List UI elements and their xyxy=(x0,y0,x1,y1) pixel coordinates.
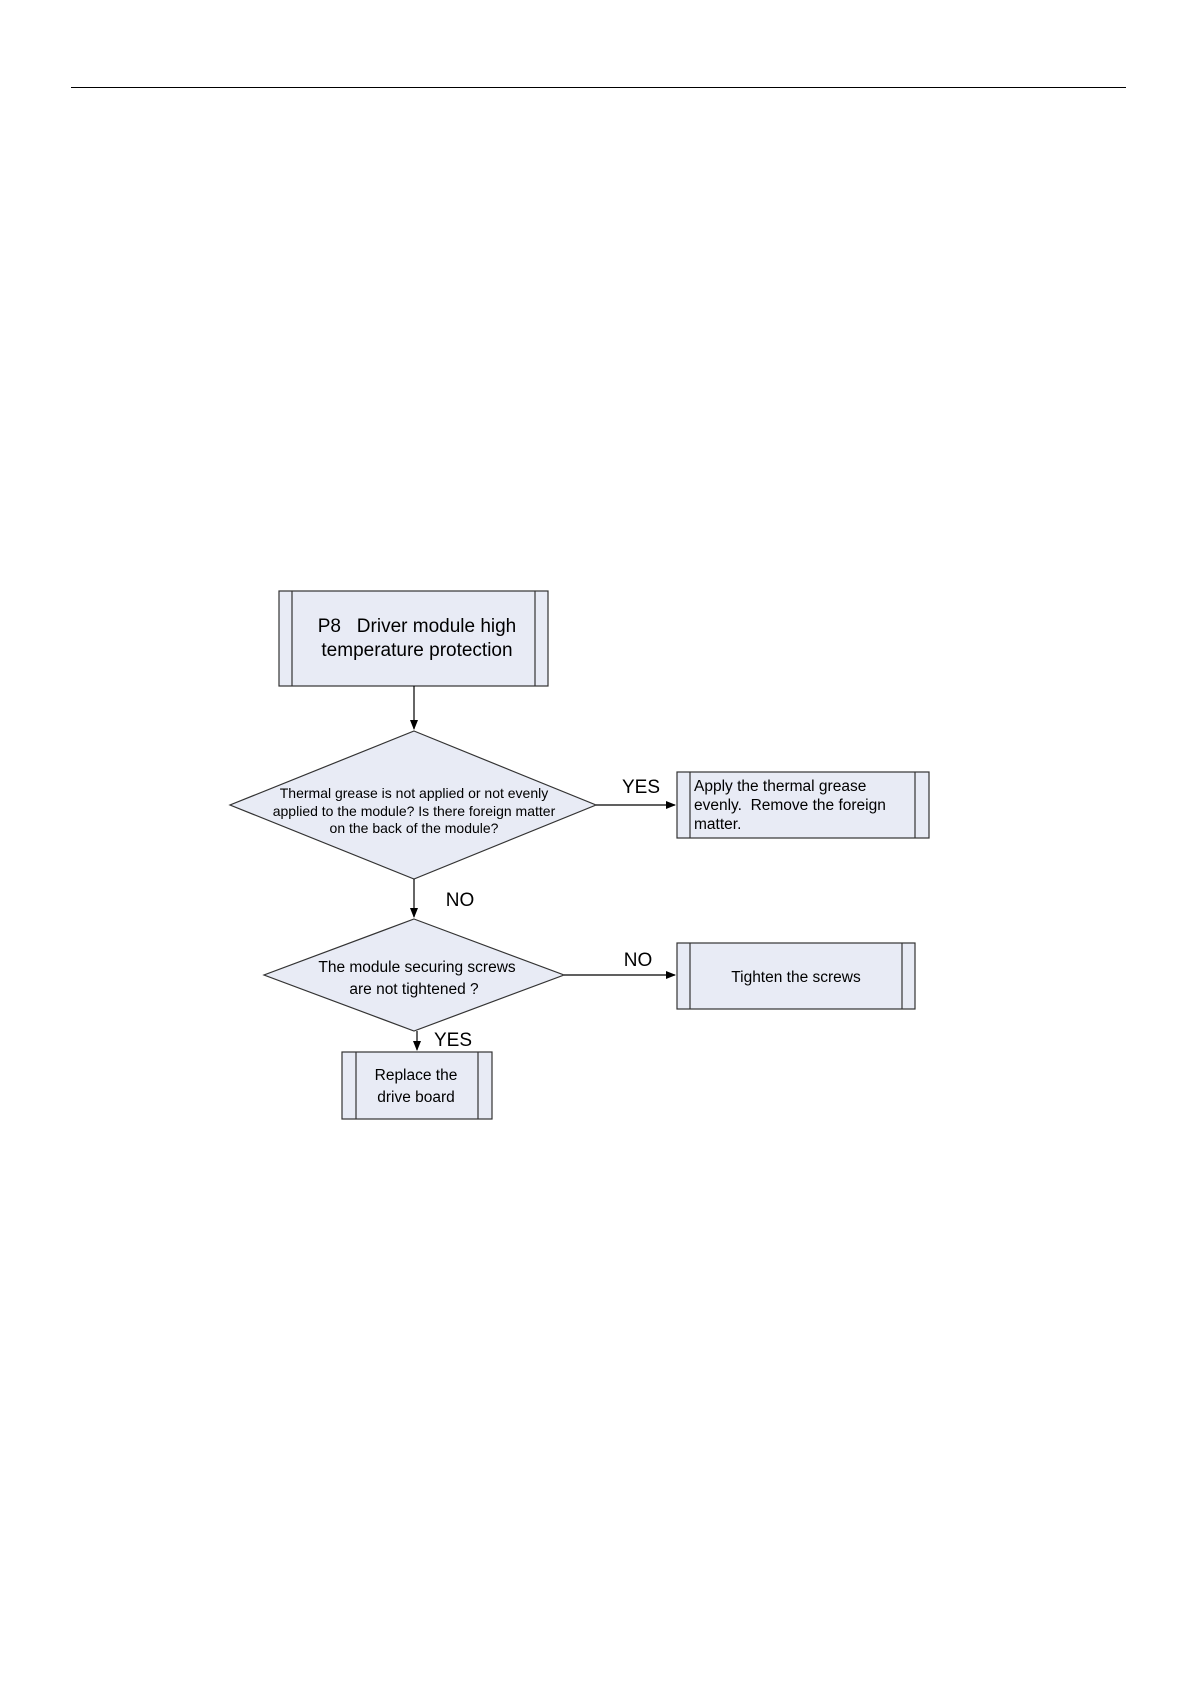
start-node-line1: P8 Driver module high xyxy=(318,616,517,637)
start-node: P8 Driver module high temperature protec… xyxy=(278,590,549,687)
decision-screws: The module securing screws are not tight… xyxy=(262,918,566,1032)
action-replace-line1: Replace the xyxy=(375,1067,458,1084)
action-replace-board: Replace the drive board xyxy=(341,1051,493,1120)
edge-label-grease-no: NO xyxy=(446,890,475,911)
edge-label-grease-yes: YES xyxy=(622,777,660,798)
decision-grease-line3: on the back of the module? xyxy=(330,820,499,836)
start-node-line2: temperature protection xyxy=(321,640,512,661)
action-grease-line1: Apply the thermal grease xyxy=(694,778,866,795)
action-replace-line2: drive board xyxy=(377,1089,455,1106)
action-grease-line3: matter. xyxy=(694,816,741,833)
action-grease-line2: evenly. Remove the foreign xyxy=(694,797,886,814)
edge-label-screws-no: NO xyxy=(624,950,653,971)
decision-grease-line1: Thermal grease is not applied or not eve… xyxy=(280,785,548,801)
header-rule xyxy=(71,87,1126,88)
action-apply-grease: Apply the thermal grease evenly. Remove … xyxy=(676,771,930,839)
action-tighten-screws: Tighten the screws xyxy=(676,942,916,1010)
action-tighten-label: Tighten the screws xyxy=(731,969,861,986)
edge-label-screws-yes: YES xyxy=(434,1030,472,1051)
decision-grease-line2: applied to the module? Is there foreign … xyxy=(273,803,556,819)
decision-thermal-grease: Thermal grease is not applied or not eve… xyxy=(228,730,598,880)
decision-screws-line1: The module securing screws xyxy=(318,959,516,976)
decision-screws-line2: are not tightened ? xyxy=(349,981,479,998)
